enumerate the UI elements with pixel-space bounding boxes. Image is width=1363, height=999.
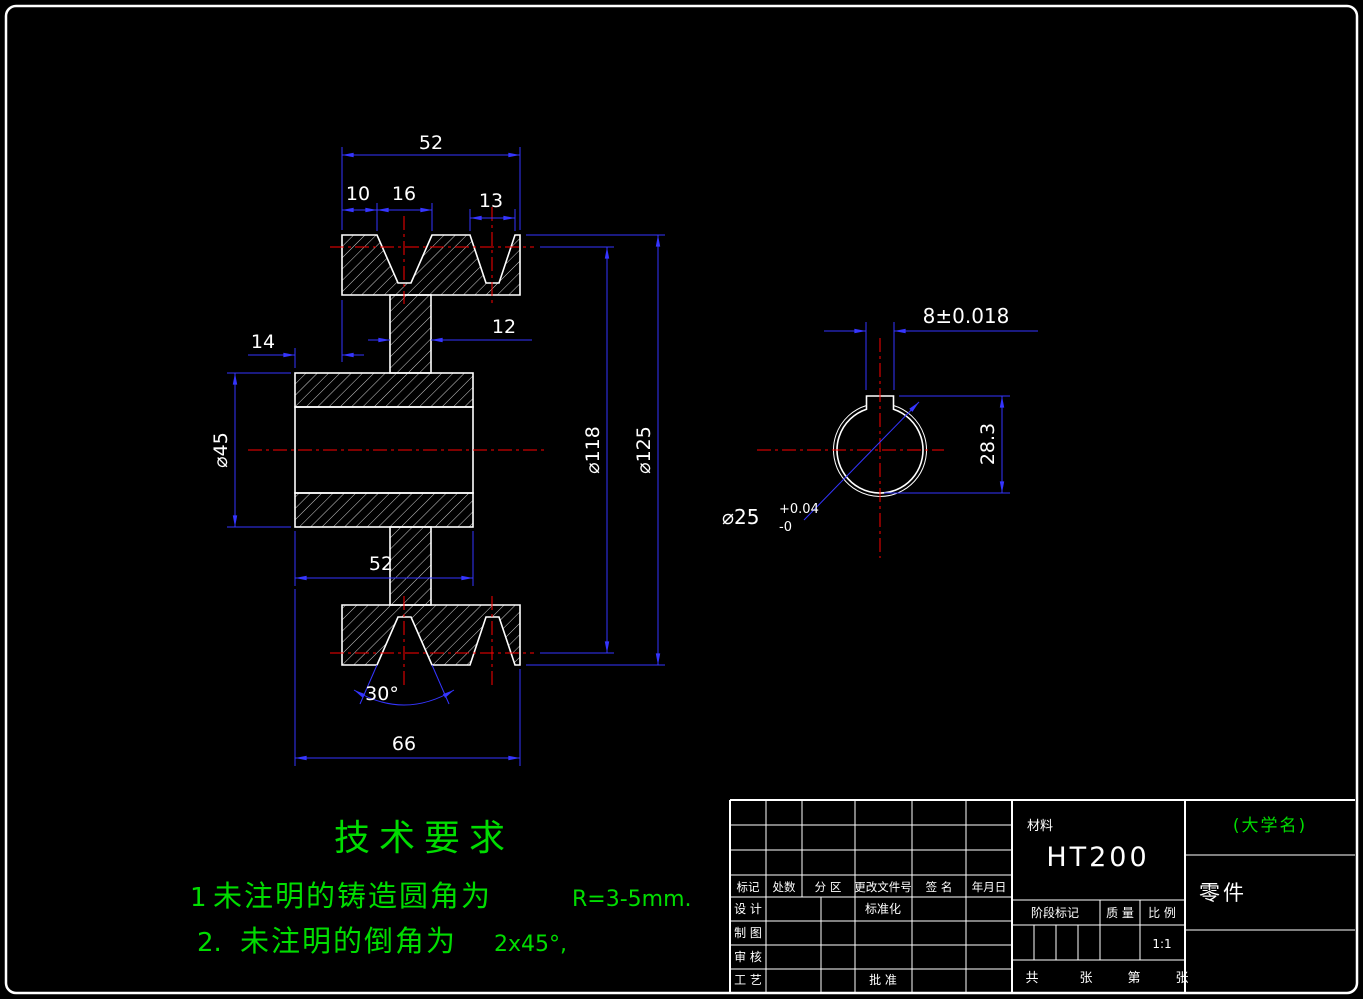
- role-process: 工 艺: [734, 973, 762, 987]
- dim-text-bore-diameter: ⌀25: [722, 505, 760, 529]
- rev-header-docno: 更改文件号: [854, 880, 912, 894]
- bore-circle-with-keyway: [836, 395, 924, 494]
- title-block: 材料 HT200 (大学名) 零件 标记 处数 分 区 更改文件号 签 名 年月…: [729, 799, 1355, 992]
- tech-requirements-title: 技术要求: [334, 818, 514, 859]
- dim-groove1-width: 16: [377, 183, 433, 231]
- dimensions: 52 10 16 13 14: [210, 132, 1038, 766]
- web-top-hatched: [389, 294, 432, 374]
- sheet-border-frame: [4, 4, 1359, 995]
- note1-number: 1: [190, 883, 207, 913]
- dim-text-bore-tol-upper: +0.04: [779, 502, 819, 517]
- scale-value: 1:1: [1152, 937, 1171, 951]
- material-value: HT200: [1046, 842, 1149, 873]
- dim-overall-width: 66: [294, 589, 521, 766]
- dim-rim-width: 52: [341, 132, 521, 230]
- dim-text-overall-width: 66: [392, 733, 416, 755]
- sheet-no-unit: 张: [1175, 971, 1188, 986]
- role-check: 审 核: [734, 949, 762, 964]
- center-lines: [248, 207, 944, 688]
- dim-text-bore-tol-lower: -0: [779, 520, 792, 535]
- dim-groove-offset: 10: [342, 183, 378, 231]
- dim-text-keyway-depth: 28.3: [977, 423, 999, 465]
- web-bottom-hatched: [389, 526, 432, 606]
- dim-text-pitch-diameter: ⌀118: [582, 426, 604, 474]
- weight-label: 质 量: [1106, 906, 1134, 920]
- dim-text-groove1-width: 16: [392, 183, 416, 205]
- stage-label: 阶段标记: [1031, 905, 1079, 920]
- dim-keyway-width: 8±0.018: [824, 304, 1038, 390]
- material-label: 材料: [1027, 819, 1053, 834]
- note2-text: 未注明的倒角为: [240, 924, 457, 958]
- rev-header-mark: 标记: [737, 880, 760, 894]
- dim-outer-diameter: ⌀125: [526, 234, 665, 666]
- note1-value: R=3-5mm.: [572, 887, 692, 912]
- note2-number: 2.: [197, 928, 222, 958]
- dim-hub-length: 52: [294, 531, 474, 586]
- dim-text-outer-diameter: ⌀125: [633, 426, 655, 474]
- hub-bottom-hatched: [294, 492, 474, 528]
- role-draft: 制 图: [734, 926, 762, 940]
- dim-text-hub-to-rim: 14: [251, 331, 275, 353]
- sheet-no-label: 第: [1127, 971, 1140, 986]
- note2-value: 2x45°,: [494, 932, 567, 957]
- rev-header-date: 年月日: [972, 880, 1007, 894]
- scale-label: 比 例: [1148, 906, 1176, 920]
- dim-bore-diameter: ⌀25 +0.04 -0: [722, 401, 920, 535]
- dim-text-hub-diameter: ⌀45: [210, 432, 232, 468]
- dim-web-thickness: 12: [368, 316, 532, 343]
- part-name: 零件: [1199, 881, 1247, 905]
- sheets-total-unit: 张: [1079, 971, 1092, 986]
- rim-bottom-band-hatched: [341, 604, 521, 666]
- dim-text-groove-angle: 30°: [365, 683, 399, 705]
- role-standardization: 标准化: [865, 902, 901, 916]
- role-approval: 批 准: [869, 972, 897, 987]
- technical-requirements: 技术要求 1 未注明的铸造圆角为 R=3-5mm. 2. 未注明的倒角为 2x4…: [190, 818, 692, 958]
- dim-text-keyway-width: 8±0.018: [923, 304, 1010, 328]
- sheets-total-label: 共: [1025, 971, 1038, 986]
- dim-text-hub-length: 52: [369, 553, 393, 575]
- dim-text-rim-width: 52: [419, 132, 443, 154]
- dim-text-groove-offset: 10: [346, 183, 370, 205]
- role-design: 设 计: [734, 902, 762, 916]
- dim-text-groove2-width: 13: [479, 190, 503, 212]
- note1-text: 未注明的铸造圆角为: [213, 879, 492, 913]
- dim-hub-diameter: ⌀45: [210, 372, 291, 528]
- dim-keyway-depth: 28.3: [884, 395, 1010, 494]
- dim-text-web-thickness: 12: [492, 316, 516, 338]
- company-name: (大学名): [1233, 816, 1307, 836]
- dim-hub-to-rim: 14: [248, 300, 364, 368]
- rev-header-signature: 签 名: [926, 880, 953, 894]
- rim-top-band-hatched: [341, 234, 521, 296]
- dim-groove-angle: 30°: [353, 664, 455, 706]
- dim-pitch-diameter: ⌀118: [540, 246, 614, 654]
- dim-groove2-width: 13: [469, 190, 516, 231]
- rev-header-count: 处数: [773, 880, 796, 894]
- pulley-section-view: [294, 234, 521, 666]
- hub-top-hatched: [294, 372, 474, 408]
- rev-header-zone: 分 区: [815, 880, 842, 894]
